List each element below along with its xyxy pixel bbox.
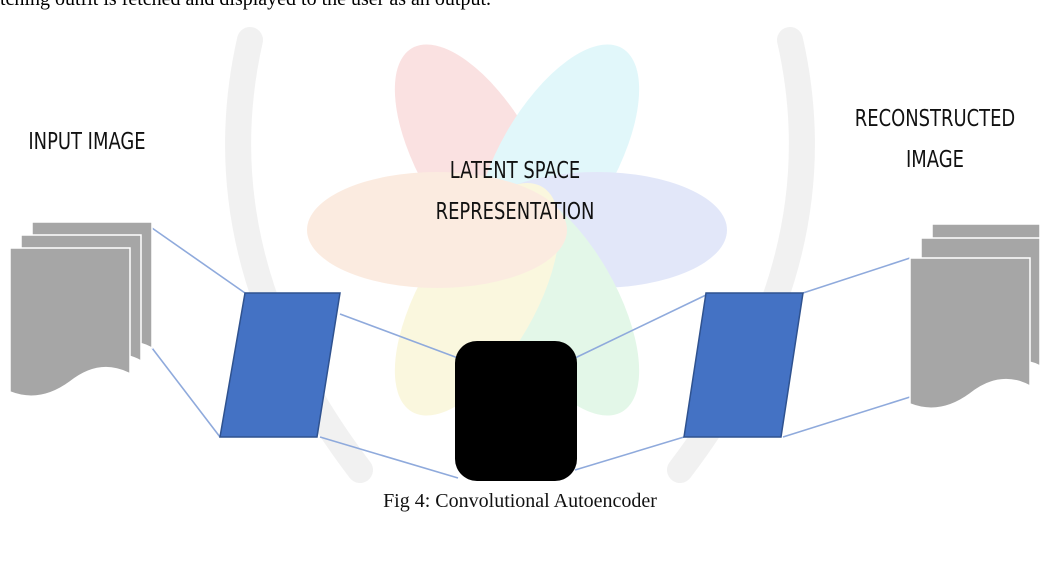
output-label-line1: RECONSTRUCTED: [853, 99, 1017, 140]
decoder-block: [684, 293, 803, 437]
connector-line-input-top: [152, 228, 245, 293]
input-image-label: INPUT IMAGE: [21, 122, 154, 163]
latent-space-block: [455, 341, 577, 481]
input-image-stack: [10, 222, 152, 396]
input-image-layer: [10, 248, 130, 396]
output-label-line2: IMAGE: [853, 140, 1017, 181]
connector-line-output-bottom: [783, 397, 910, 437]
output-image-layer: [910, 258, 1030, 408]
latent-label-line2: REPRESENTATION: [429, 192, 601, 233]
connector-line-output-top: [803, 258, 910, 293]
connector-line-decoder-bottom: [575, 437, 684, 470]
latent-label-line1: LATENT SPACE: [429, 151, 601, 192]
figure-caption: Fig 4: Convolutional Autoencoder: [0, 490, 1040, 513]
latent-space-label: LATENT SPACE REPRESENTATION: [429, 151, 601, 233]
connector-line-input-bottom: [152, 348, 220, 437]
reconstructed-image-label: RECONSTRUCTED IMAGE: [853, 99, 1017, 181]
output-image-stack: [910, 224, 1040, 408]
